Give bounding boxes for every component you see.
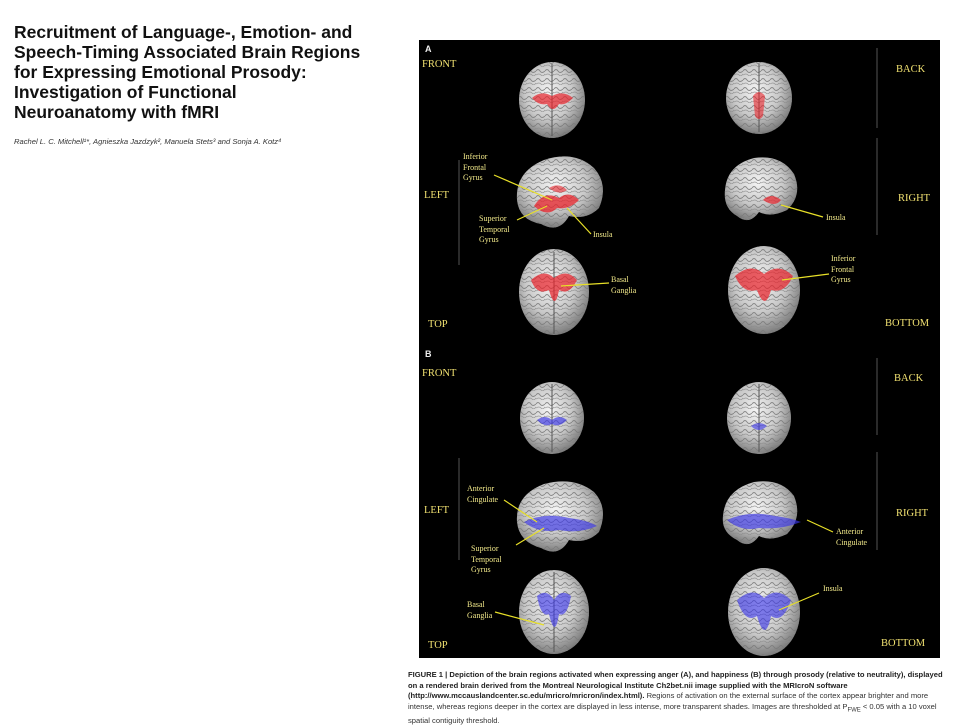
label-a-left: LEFT <box>424 190 450 201</box>
label-b-bottom: BOTTOM <box>881 638 926 649</box>
brain-a-left <box>516 156 603 228</box>
figure-caption: FIGURE 1 | Depiction of the brain region… <box>408 670 953 725</box>
brain-b-back <box>727 382 791 454</box>
brain-a-right <box>724 157 798 221</box>
label-a-right: RIGHT <box>898 193 931 204</box>
caption-lead: FIGURE 1 | Depiction of the brain region… <box>408 670 943 700</box>
caption-body: Regions of activation on the external su… <box>408 691 929 711</box>
brain-b-bottom <box>728 568 800 656</box>
author-list: Rachel L. C. Mitchell¹*, Agnieszka Jazdz… <box>14 137 282 146</box>
caption-tail: < 0.05 with a 10 voxel spatial contiguit… <box>408 701 937 725</box>
brain-b-left <box>516 481 603 552</box>
annot-b-stg-left: Superior Temporal Gyrus <box>471 544 502 574</box>
label-b-left: LEFT <box>424 505 450 516</box>
brain-a-bottom <box>728 246 800 334</box>
panel-a-letter: A <box>425 44 432 54</box>
annot-b-basal-ganglia: Basal Ganglia <box>467 600 493 620</box>
caption-subscript: FWE <box>847 707 861 714</box>
label-a-bottom: BOTTOM <box>885 318 930 329</box>
brain-b-top <box>519 570 589 654</box>
paper-title: Recruitment of Language-, Emotion- and S… <box>14 22 361 122</box>
annot-a-insula-left: Insula <box>593 230 613 239</box>
label-a-front: FRONT <box>422 59 457 70</box>
label-a-back: BACK <box>896 64 926 75</box>
panel-b-letter: B <box>425 349 432 359</box>
label-b-back: BACK <box>894 373 924 384</box>
annot-a-stg-left: Superior Temporal Gyrus <box>479 214 510 244</box>
annot-b-acc-right: Anterior Cingulate <box>836 527 868 547</box>
label-a-top: TOP <box>428 319 448 330</box>
annot-b-acc-left: Anterior Cingulate <box>467 484 499 504</box>
brain-b-front <box>520 382 584 454</box>
annot-a-ifg-right: Inferior Frontal Gyrus <box>831 254 856 284</box>
brain-b-right <box>722 481 801 545</box>
label-b-top: TOP <box>428 640 448 651</box>
brain-a-front <box>519 62 585 138</box>
annot-a-basal-ganglia: Basal Ganglia <box>611 275 637 295</box>
brain-a-top <box>519 249 589 335</box>
brain-figure: A B <box>425 44 878 656</box>
figure-panel: A B <box>419 40 940 658</box>
annot-a-insula-right: Insula <box>826 213 846 222</box>
annot-a-ifg-left: Inferior Frontal Gyrus <box>463 152 488 182</box>
label-b-right: RIGHT <box>896 508 929 519</box>
annot-b-insula: Insula <box>823 584 843 593</box>
brain-a-back <box>726 62 792 134</box>
label-b-front: FRONT <box>422 368 457 379</box>
